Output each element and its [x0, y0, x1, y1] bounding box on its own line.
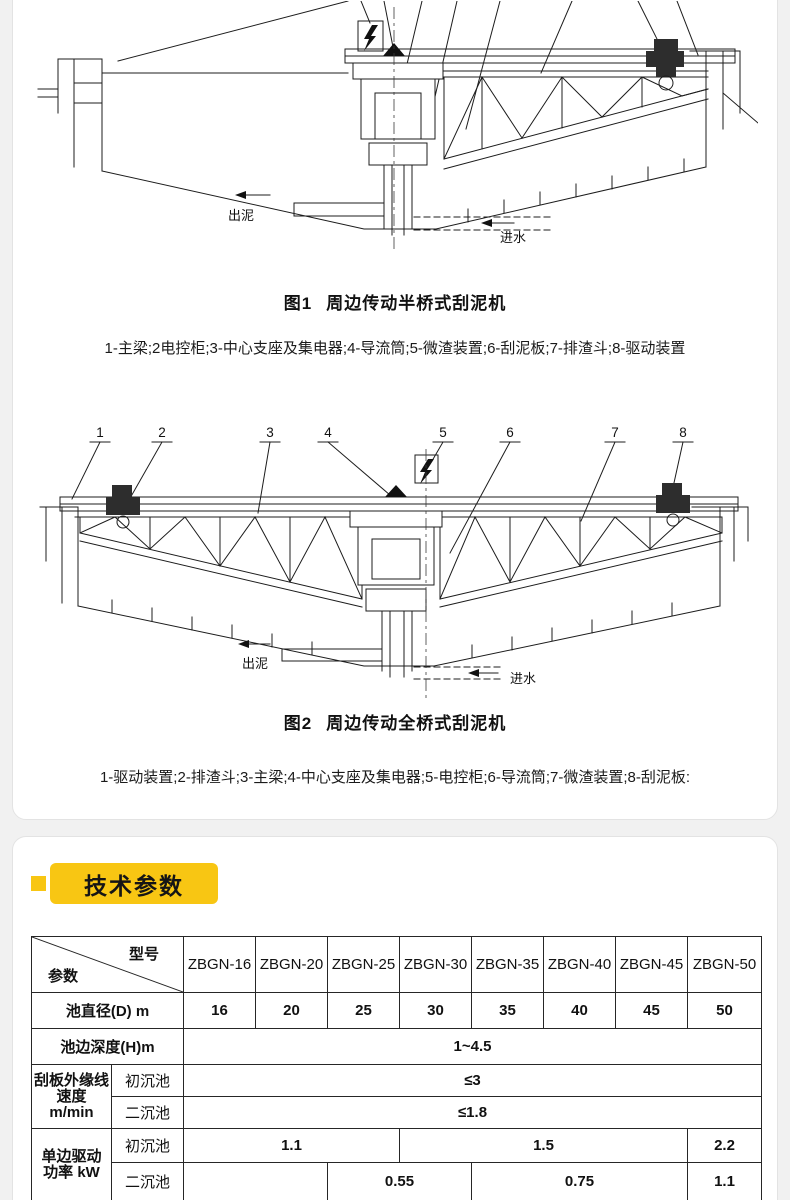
callout-6: 6: [506, 425, 514, 440]
tech-params-table: 型号 参数 ZBGN-16 ZBGN-20 ZBGN-25 ZBGN-30 ZB…: [31, 936, 762, 1200]
model-header-cell: ZBGN-35: [471, 936, 544, 993]
power-secondary-value-cell: 0.75: [471, 1162, 688, 1200]
power-primary-value-cell: 1.1: [183, 1128, 400, 1163]
figure2-center-support: [281, 510, 503, 680]
figure1-caption-number: 图1: [283, 294, 313, 313]
sludge-out-label: 出泥: [228, 208, 254, 223]
sludge-out-label: 出泥: [242, 656, 268, 671]
power-label-line1: 单边驱动: [41, 1147, 102, 1165]
drive-wheel-right: [666, 513, 680, 527]
model-header-cell: ZBGN-25: [327, 936, 400, 993]
water-in-arrow: [468, 669, 499, 677]
figure1-caption-title: 周边传动半桥式刮泥机: [326, 294, 507, 313]
tech-params-card: 技术参数 型号 参数 ZBGN-16 ZBGN-20: [12, 836, 778, 1200]
figure1-center-support: [293, 62, 553, 236]
model-header-cell: ZBGN-20: [255, 936, 328, 993]
diameter-value-cell: 40: [543, 992, 616, 1029]
diameter-value-cell: 45: [615, 992, 688, 1029]
lightning-icon: [364, 25, 378, 51]
figure2-caption: 图2 周边传动全桥式刮泥机: [13, 713, 777, 735]
power-secondary-value-cell: 0.55: [327, 1162, 472, 1200]
power-primary-label-cell: 初沉池: [111, 1128, 184, 1163]
electrical-box: [357, 20, 384, 52]
figure1-diagram: 出泥 进水: [37, 1, 758, 249]
model-header-cell: ZBGN-30: [399, 936, 472, 993]
diameter-value-cell: 20: [255, 992, 328, 1029]
corner-label-model: 型号: [128, 946, 159, 963]
diameter-label-cell: 池直径(D) m: [31, 992, 184, 1029]
water-in-label: 进水: [500, 230, 526, 245]
callout-1: 1: [96, 425, 104, 440]
speed-secondary-value-cell: ≤1.8: [183, 1096, 762, 1129]
depth-label-cell: 池边深度(H)m: [31, 1028, 184, 1065]
figure2-callout-numbers: 1 2 3 4 5 6 7 8: [96, 425, 687, 440]
figure2-diagram: 1 2 3 4 5 6 7 8: [39, 425, 749, 699]
model-header-cell: ZBGN-40: [543, 936, 616, 993]
power-primary-value-cell: 1.5: [399, 1128, 688, 1163]
power-secondary-value-cell: [183, 1162, 328, 1200]
drive-unit-right: [656, 483, 690, 513]
model-header-cell: ZBGN-16: [183, 936, 256, 993]
speed-label-cell: 刮板外缘线 速度 m/min: [31, 1064, 112, 1129]
table-row-power-primary: 单边驱动 功率 kW 初沉池 1.1 1.5 2.2: [31, 1128, 762, 1200]
table-row-diameter: 池直径(D) m 16 20 25 30 35 40 45 50: [31, 992, 762, 1029]
center-pivot: [383, 43, 405, 56]
drive-unit-left: [106, 485, 140, 515]
figure2-legend: 1-驱动装置;2-排渣斗;3-主梁;4-中心支座及集电器;5-电控柜;6-导流筒…: [99, 769, 691, 786]
water-in-arrow: [481, 219, 515, 227]
diameter-value-cell: 16: [183, 992, 256, 1029]
figures-card: 出泥 进水 图1 周边传动半桥式刮泥机 1-主梁;2电控柜;3-中心支座及集电器;…: [12, 0, 778, 820]
figure2-leader-lines: [71, 441, 694, 554]
model-header-cell: ZBGN-45: [615, 936, 688, 993]
depth-value-cell: 1~4.5: [183, 1028, 762, 1065]
diameter-value-cell: 30: [399, 992, 472, 1029]
speed-secondary-label-cell: 二沉池: [111, 1096, 184, 1129]
speed-primary-value-cell: ≤3: [183, 1064, 762, 1097]
drive-unit: [646, 39, 684, 77]
diameter-value-cell: 35: [471, 992, 544, 1029]
figure1-leader-lines: [117, 1, 699, 130]
diameter-value-cell: 25: [327, 992, 400, 1029]
callout-7: 7: [611, 425, 619, 440]
figure2-caption-title: 周边传动全桥式刮泥机: [326, 714, 507, 733]
table-row-depth: 池边深度(H)m 1~4.5: [31, 1028, 762, 1065]
corner-label-param: 参数: [48, 968, 79, 985]
water-in-label: 进水: [510, 671, 536, 686]
speed-primary-label-cell: 初沉池: [111, 1064, 184, 1097]
diagonal-divider: [32, 937, 183, 992]
corner-header-cell: 型号 参数: [31, 936, 184, 993]
sludge-out-arrow: [235, 191, 271, 199]
lightning-icon: [420, 459, 434, 484]
table-header-row: 型号 参数 ZBGN-16 ZBGN-20 ZBGN-25 ZBGN-30 ZB…: [31, 936, 762, 993]
callout-8: 8: [679, 425, 687, 440]
callout-2: 2: [158, 425, 166, 440]
speed-label-line2: 速度 m/min: [49, 1087, 94, 1121]
figure1-caption: 图1 周边传动半桥式刮泥机: [13, 293, 777, 315]
diameter-value-cell: 50: [687, 992, 762, 1029]
electrical-box: [414, 454, 439, 484]
sludge-out-arrow: [238, 640, 271, 648]
power-label-cell: 单边驱动 功率 kW: [31, 1128, 112, 1200]
tech-params-heading: 技术参数: [50, 863, 218, 904]
power-primary-value-cell: 2.2: [687, 1128, 762, 1163]
table-row-speed-secondary: 二沉池 ≤1.8: [32, 1096, 762, 1129]
callout-4: 4: [324, 425, 332, 440]
heading-accent-square: [31, 876, 46, 891]
callout-5: 5: [439, 425, 447, 440]
callout-3: 3: [266, 425, 274, 440]
center-pivot: [385, 485, 407, 497]
power-label-line2: 功率 kW: [43, 1163, 100, 1181]
drive-wheel: [658, 75, 674, 91]
table-row-speed-primary: 刮板外缘线 速度 m/min 初沉池 ≤3: [31, 1064, 762, 1129]
drive-wheel-left: [116, 515, 130, 529]
figure1-legend: 1-主梁;2电控柜;3-中心支座及集电器;4-导流筒;5-微渣装置;6-刮泥板;…: [104, 340, 686, 357]
table-row-power-secondary: 二沉池 0.55 0.75 1.1: [32, 1162, 762, 1200]
power-secondary-label-cell: 二沉池: [111, 1162, 184, 1200]
model-header-cell: ZBGN-50: [687, 936, 762, 993]
power-secondary-value-cell: 1.1: [687, 1162, 762, 1200]
speed-label-line1: 刮板外缘线: [34, 1071, 110, 1089]
figure2-caption-number: 图2: [283, 714, 313, 733]
